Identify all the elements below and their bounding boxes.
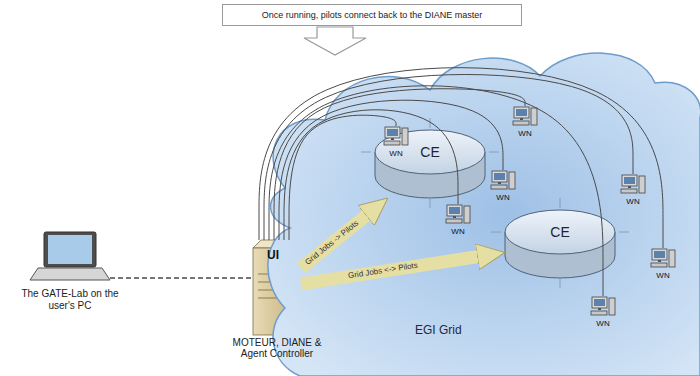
computer-icon — [491, 171, 515, 189]
wn-label: WN — [451, 227, 464, 236]
tick-mark — [489, 152, 499, 153]
cloud-shape — [255, 38, 700, 376]
grid-cloud: EGI Grid CE CE WN WN WN WN WN WN WN — [255, 38, 700, 376]
ce-label: CE — [420, 144, 439, 160]
wn-label: WN — [626, 197, 639, 206]
wn-label: WN — [389, 149, 402, 158]
pilot-connection — [274, 89, 525, 240]
ce-shape — [505, 210, 615, 278]
pilot-connection — [284, 110, 458, 240]
tick-mark — [560, 198, 561, 208]
pilot-connection — [269, 86, 603, 296]
hollow-arrow — [304, 27, 366, 55]
laptop-screen — [44, 232, 96, 267]
tick-mark — [491, 232, 501, 233]
worker-node: WN — [490, 170, 516, 206]
wn-label: WN — [596, 319, 609, 328]
ce-shape — [375, 130, 485, 198]
worker-node: WN — [590, 296, 616, 332]
computer-icon — [621, 175, 645, 193]
server-front — [253, 248, 293, 335]
server-side — [293, 240, 301, 335]
wn-label: WN — [518, 129, 531, 138]
edge-label: Grid Jobs <-> Pilots — [346, 261, 421, 282]
computer-icon — [651, 249, 675, 267]
server-top — [253, 240, 301, 248]
connector-group — [110, 68, 663, 296]
laptop-base — [30, 268, 110, 280]
worker-node: WN — [512, 106, 538, 142]
server-name: UI — [267, 248, 279, 262]
computer-icon — [446, 205, 470, 223]
dashed-link — [110, 277, 253, 278]
laptop-shape — [30, 230, 110, 282]
wn-label: WN — [496, 193, 509, 202]
worker-node: WN — [650, 248, 676, 284]
grid-job-arrow — [301, 256, 483, 284]
cylinder-top — [375, 130, 485, 174]
computer-icon — [384, 127, 408, 145]
user-laptop: The GATE-Lab on the user's PC — [30, 230, 110, 282]
worker-node: WN — [445, 204, 471, 240]
computing-element: CE — [505, 210, 615, 278]
callout-box: Once running, pilots connect back to the… — [222, 4, 522, 26]
grid-job-arrow — [301, 212, 371, 268]
pilot-connection — [259, 68, 663, 248]
callout-text: Once running, pilots connect back to the… — [262, 10, 483, 20]
worker-node: WN — [383, 126, 409, 162]
computing-element: CE — [375, 130, 485, 198]
computer-icon — [591, 297, 615, 315]
tick-mark — [560, 279, 561, 288]
edge-label: Grid Jobs -> Pilots — [302, 217, 362, 268]
computer-icon — [513, 107, 537, 125]
cloud-outline — [268, 53, 700, 376]
ui-server: UIMOTEUR, DIANE & Agent Controller — [253, 240, 301, 335]
pilot-connection — [279, 100, 503, 240]
pilot-connection — [264, 75, 633, 240]
wn-label: WN — [656, 271, 669, 280]
tick-mark — [430, 199, 431, 208]
laptop-label: The GATE-Lab on the user's PC — [20, 288, 120, 312]
server-label: MOTEUR, DIANE & Agent Controller — [229, 337, 325, 359]
cylinder-top — [505, 210, 615, 254]
tick-mark — [619, 232, 629, 233]
worker-node: WN — [620, 174, 646, 210]
tick-mark — [361, 152, 371, 153]
ce-label: CE — [550, 224, 569, 240]
pilot-connection — [289, 115, 396, 240]
cloud-label: EGI Grid — [415, 323, 462, 337]
tick-mark — [430, 118, 431, 128]
